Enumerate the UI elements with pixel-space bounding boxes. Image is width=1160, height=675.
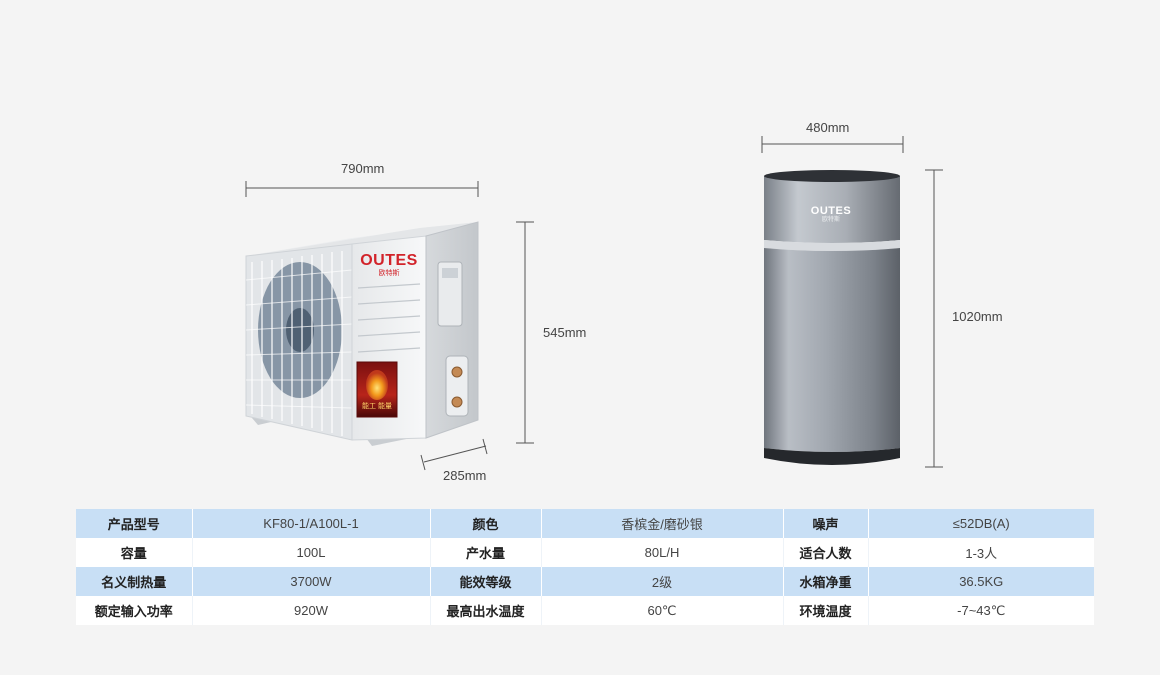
spec-key: 环境温度 [783,596,869,625]
dimension-line-outdoor-depth [420,438,488,471]
outdoor-width-label: 790mm [341,161,385,176]
spec-key: 产水量 [430,538,542,567]
spec-key: 最高出水温度 [430,596,542,625]
spec-value: 1-3人 [868,538,1094,567]
outdoor-depth-label: 285mm [443,468,487,483]
outdoor-unit-logo: OUTES 欧特斯 [354,253,424,278]
dimension-line-tank-width [761,136,904,153]
spec-value: 香槟金/磨砂银 [541,509,784,538]
spec-value: KF80-1/A100L-1 [192,509,431,538]
specs-table: 产品型号 KF80-1/A100L-1 颜色 香槟金/磨砂银 噪声 ≤52DB(… [76,509,1094,625]
spec-key: 产品型号 [76,509,193,538]
brand-logo-subtext: 欧特斯 [378,270,400,277]
tank-width-label: 480mm [806,120,850,135]
spec-value: ≤52DB(A) [868,509,1094,538]
tank-logo: OUTES 欧特斯 [800,205,862,224]
outdoor-height-label: 545mm [543,325,587,340]
outdoor-unit-image [245,221,479,446]
dimension-line-tank-height [925,169,943,468]
spec-value: 3700W [192,567,431,596]
water-tank-image [764,170,900,465]
tank-logo-subtext: 欧特斯 [821,217,840,223]
specs-row: 名义制热量 3700W 能效等级 2级 水箱净重 36.5KG [76,567,1094,596]
spec-key: 颜色 [430,509,542,538]
tank-height-label: 1020mm [952,309,1003,324]
specs-row: 容量 100L 产水量 80L/H 适合人数 1-3人 [76,538,1094,567]
spec-key: 适合人数 [783,538,869,567]
spec-value: 100L [192,538,431,567]
spec-value: -7~43℃ [868,596,1094,625]
energy-badge-text: 能工 能量 [362,403,392,410]
dimension-line-outdoor-height [516,221,534,444]
spec-value: 36.5KG [868,567,1094,596]
spec-value: 2级 [541,567,784,596]
spec-key: 水箱净重 [783,567,869,596]
spec-key: 噪声 [783,509,869,538]
tank-logo-text: OUTES [810,205,852,217]
spec-key: 容量 [76,538,193,567]
specs-row: 产品型号 KF80-1/A100L-1 颜色 香槟金/磨砂银 噪声 ≤52DB(… [76,509,1094,538]
specs-row: 额定输入功率 920W 最高出水温度 60℃ 环境温度 -7~43℃ [76,596,1094,625]
dimension-line-outdoor-width [245,181,479,197]
spec-key: 名义制热量 [76,567,193,596]
spec-value: 920W [192,596,431,625]
spec-value: 80L/H [541,538,784,567]
brand-logo-text: OUTES [360,252,418,269]
spec-value: 60℃ [541,596,784,625]
spec-key: 能效等级 [430,567,542,596]
spec-key: 额定输入功率 [76,596,193,625]
product-illustration [245,136,943,471]
